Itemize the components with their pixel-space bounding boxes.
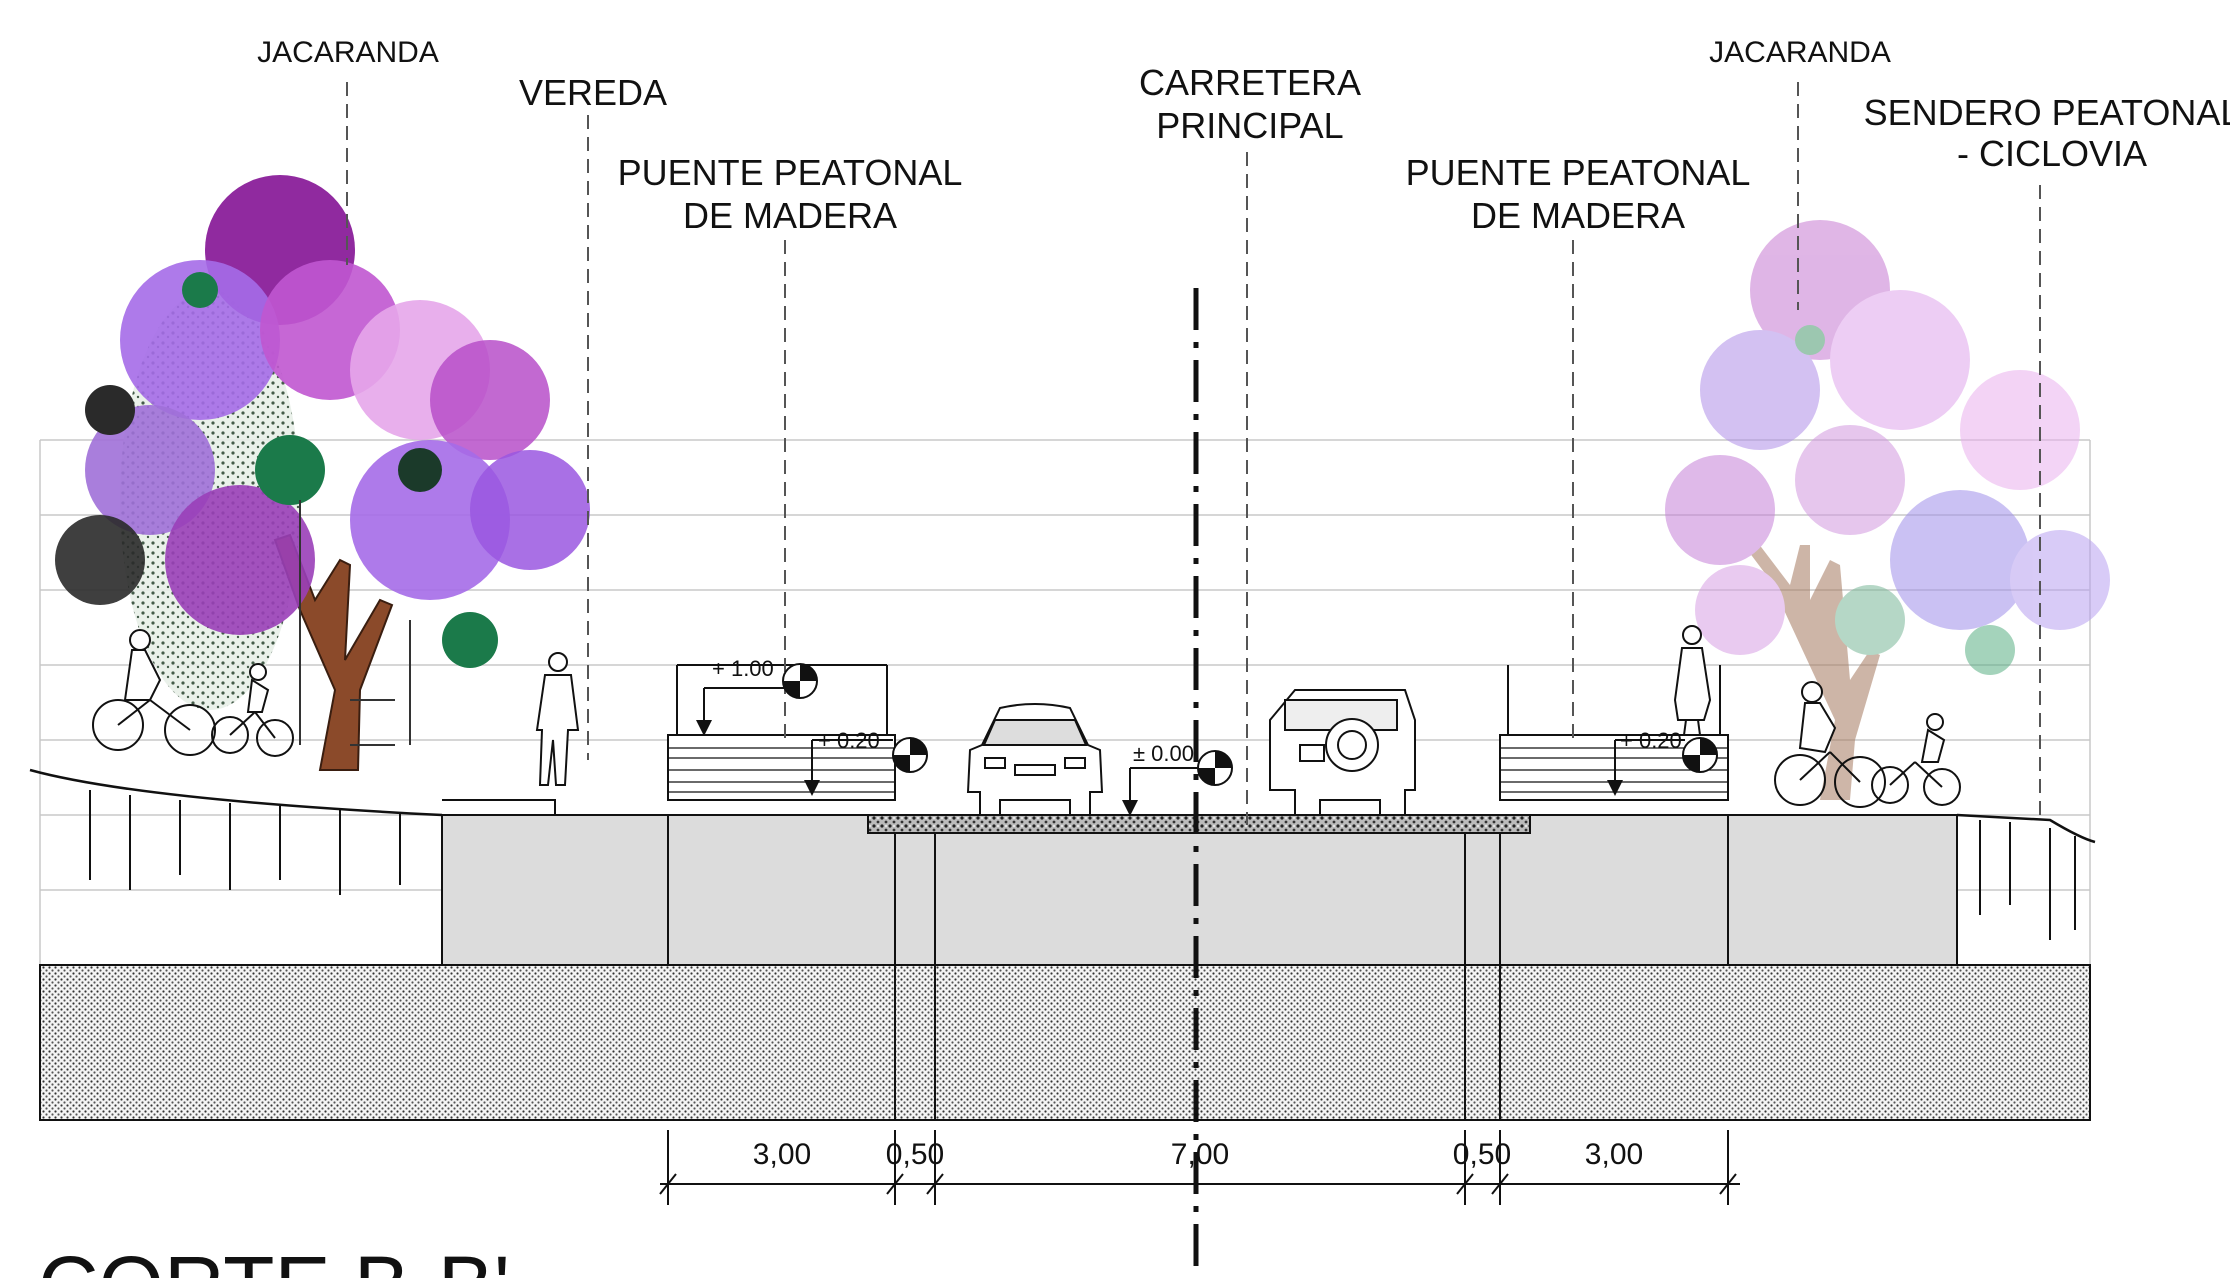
dim-left-gap: 0,50 <box>886 1138 944 1171</box>
level-left-high: + 1.00 <box>712 656 774 681</box>
label-puente-right-1: PUENTE PEATONAL <box>1406 152 1751 193</box>
pedestrian-woman-icon <box>1673 625 1712 736</box>
dimension-line <box>659 1130 1740 1205</box>
label-sendero-1: SENDERO PEATONAL <box>1864 92 2230 133</box>
section-title: CORTE B-B' <box>38 1239 510 1278</box>
suv-rear-icon <box>1269 689 1416 816</box>
level-marker-left-high-icon <box>696 663 818 736</box>
label-jacaranda-left: JACARANDA <box>257 36 439 69</box>
car-front-icon <box>966 703 1104 816</box>
level-marker-center-icon <box>1122 750 1233 816</box>
tree-jacaranda-left-icon <box>55 175 590 771</box>
label-carretera-2: PRINCIPAL <box>1156 105 1343 146</box>
label-sendero-2: - CICLOVIA <box>1957 133 2147 174</box>
tree-jacaranda-right-icon <box>1665 220 2110 800</box>
dim-left-path: 3,00 <box>753 1138 811 1171</box>
level-marker-right-low-icon <box>1607 737 1718 796</box>
cyclist-left-small-icon <box>211 663 294 757</box>
label-puente-right-2: DE MADERA <box>1471 195 1685 236</box>
cyclist-left-icon <box>92 629 216 756</box>
leader-lines <box>346 82 2041 825</box>
label-vereda: VEREDA <box>519 72 667 113</box>
label-jacaranda-right: JACARANDA <box>1709 36 1891 69</box>
bridge-left <box>667 664 896 801</box>
level-marker-left-low-icon <box>804 737 928 796</box>
label-puente-left-1: PUENTE PEATONAL <box>618 152 963 193</box>
shelter-left <box>299 500 411 746</box>
level-left-low: + 0.20 <box>818 728 880 753</box>
pedestrian-icon <box>535 652 580 786</box>
label-puente-left-2: DE MADERA <box>683 195 897 236</box>
dim-right-gap: 0,50 <box>1453 1138 1511 1171</box>
ground-section <box>29 768 2096 1121</box>
dim-right-path: 3,00 <box>1585 1138 1643 1171</box>
cyclist-right-small-icon <box>1871 713 1961 806</box>
level-center: ± 0.00 <box>1133 741 1194 766</box>
level-right-low: + 0.20 <box>1620 728 1682 753</box>
dim-road: 7,00 <box>1171 1138 1229 1171</box>
cyclist-right-icon <box>1774 681 1886 808</box>
label-carretera-1: CARRETERA <box>1139 62 1361 103</box>
